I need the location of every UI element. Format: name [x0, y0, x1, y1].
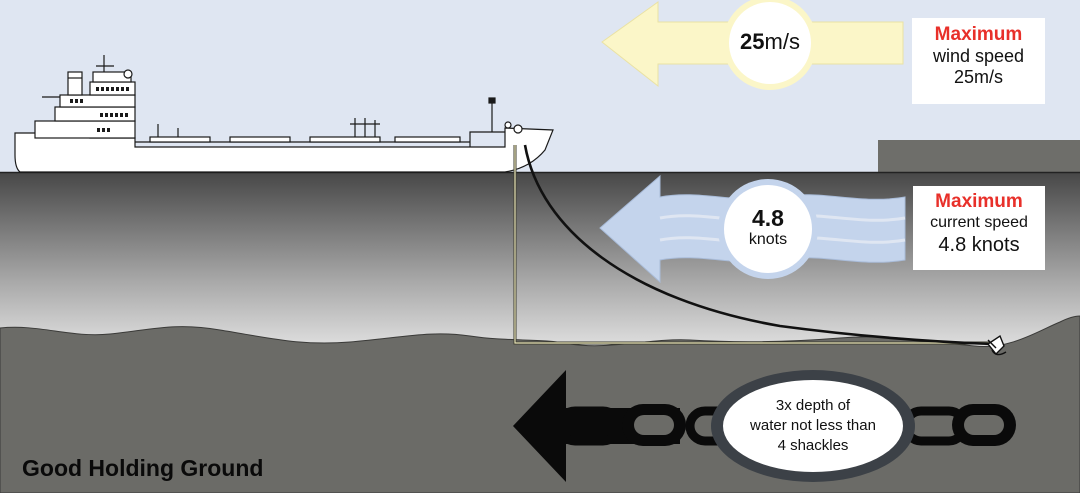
- wind-circle-value: 25: [740, 29, 765, 54]
- current-speed-circle: [724, 185, 812, 273]
- anchor-icon: [986, 334, 1007, 356]
- depth-line: [513, 145, 990, 345]
- wind-arrow-icon: [601, 0, 904, 90]
- wind-circle-unit: m/s: [764, 29, 800, 54]
- tanker-ship: [14, 55, 554, 173]
- current-circle-value: 4.8: [752, 205, 784, 231]
- anchor-chain: [523, 144, 993, 346]
- chain-line1: 3x depth of: [775, 397, 851, 414]
- current-circle-unit: knots: [748, 231, 788, 248]
- quay-wall: [878, 140, 1080, 173]
- wind-box-line2: 25m/s: [953, 67, 1004, 87]
- chain-line2: water not less than: [750, 417, 876, 434]
- wind-info-box: Maximum wind speed 25m/s: [912, 18, 1045, 104]
- chain-length-label: 3x depth of water not less than 4 shackl…: [728, 396, 898, 456]
- current-info-box: Maximum current speed 4.8 knots: [913, 186, 1045, 270]
- chain-links-icon: [513, 370, 1016, 482]
- wind-box-heading: Maximum: [934, 24, 1023, 45]
- wind-box-line1: wind speed: [932, 46, 1025, 66]
- current-circle-label: 4.8 knots: [728, 205, 808, 249]
- current-box-line1: current speed: [930, 214, 1028, 231]
- current-box-heading: Maximum: [935, 191, 1023, 212]
- current-arrow-icon: [599, 174, 906, 284]
- current-box-line2: 4.8 knots: [938, 234, 1020, 256]
- chain-length-oval: [723, 380, 903, 472]
- chain-line3: 4 shackles: [777, 437, 849, 454]
- wind-speed-circle: [729, 2, 811, 84]
- wind-circle-label: 25m/s: [729, 29, 811, 55]
- ground-label: Good Holding Ground: [22, 455, 264, 481]
